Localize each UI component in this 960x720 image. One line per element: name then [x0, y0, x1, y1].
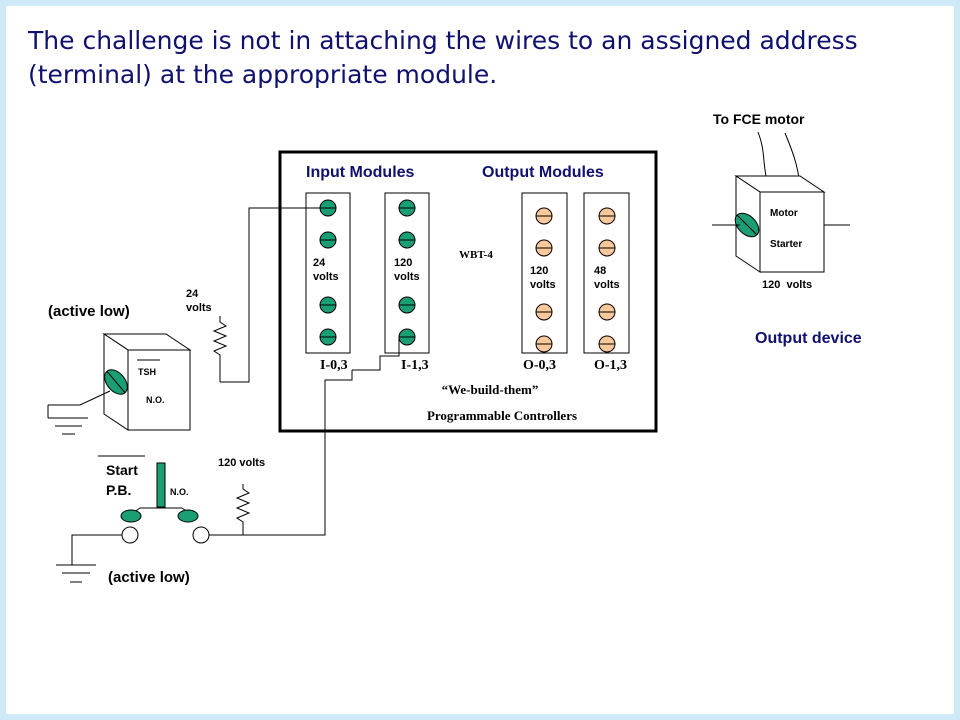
- tsh-supply-unit: volts: [186, 302, 212, 314]
- terminal-icon[interactable]: [598, 335, 616, 353]
- terminal-icon[interactable]: [398, 328, 416, 346]
- tsh-sensor-icon: [104, 369, 128, 395]
- address-label: I-0,3: [320, 358, 348, 373]
- motor-starter: Motor Starter: [734, 175, 826, 273]
- module-unit: volts: [530, 279, 556, 291]
- motor-coil-icon: [734, 212, 760, 238]
- pb-name-line2: P.B.: [106, 482, 131, 498]
- pb-contact-left-icon: [121, 526, 139, 544]
- terminal-icon[interactable]: [535, 207, 553, 225]
- terminal-icon[interactable]: [535, 303, 553, 321]
- module-body: [384, 192, 430, 354]
- pb-to-plc-wire: [243, 370, 353, 536]
- tsh-active-low: (active low): [48, 303, 130, 320]
- brand-line-1: “We-build-them”: [442, 382, 539, 397]
- motor-name-line2: Starter: [770, 239, 802, 250]
- motor-voltage: 120 volts: [762, 279, 812, 291]
- terminal-icon[interactable]: [319, 231, 337, 249]
- output-module-o-0-3: 120 volts: [521, 192, 568, 354]
- terminal-icon[interactable]: [398, 296, 416, 314]
- pb-contact-right-icon: [192, 526, 210, 544]
- address-label: I-1,3: [401, 358, 429, 373]
- terminal-icon[interactable]: [598, 303, 616, 321]
- tsh-ground-wire: [48, 390, 111, 406]
- slide-title: The challenge is not in attaching the wi…: [28, 26, 858, 89]
- module-unit: volts: [313, 271, 339, 283]
- plc-internal-wire: [352, 337, 400, 371]
- terminal-icon[interactable]: [398, 199, 416, 217]
- input-modules-label: Input Modules: [306, 164, 415, 181]
- output-modules-label: Output Modules: [482, 164, 604, 181]
- pb-signal-wire: [209, 526, 244, 536]
- start-push-button-icon[interactable]: [120, 462, 199, 523]
- pb-ground-wire: [71, 534, 122, 565]
- module-unit: volts: [594, 279, 620, 291]
- terminal-icon[interactable]: [319, 328, 337, 346]
- terminal-icon[interactable]: [319, 296, 337, 314]
- terminal-icon[interactable]: [598, 239, 616, 257]
- address-label: O-1,3: [594, 358, 627, 373]
- terminal-icon[interactable]: [398, 231, 416, 249]
- terminal-icon[interactable]: [319, 199, 337, 217]
- tsh-supply-voltage: 24: [186, 288, 199, 300]
- terminal-icon[interactable]: [535, 335, 553, 353]
- tsh-contact: N.O.: [146, 395, 165, 405]
- output-device-label: Output device: [755, 330, 862, 347]
- tsh-switch: TSH N.O.: [102, 333, 192, 431]
- terminal-icon[interactable]: [598, 207, 616, 225]
- module-voltage: 24: [313, 257, 326, 269]
- output-module-o-1-3: 48 volts: [583, 192, 630, 354]
- input-module-i-0-3: 24 volts: [305, 192, 351, 354]
- input-module-i-1-3: 120 volts: [384, 192, 430, 354]
- wbt-label: WBT-4: [459, 249, 493, 261]
- box-front: [127, 349, 191, 431]
- brand-line-2: Programmable Controllers: [427, 408, 577, 423]
- tsh-resistor-icon: [212, 316, 228, 360]
- pb-supply: 120 volts: [218, 457, 265, 469]
- ground-icon: [56, 564, 96, 583]
- tsh-name: TSH: [138, 367, 156, 377]
- module-voltage: 120: [530, 265, 548, 277]
- terminal-icon[interactable]: [535, 239, 553, 257]
- tsh-signal-wire: [220, 207, 320, 383]
- pb-active-low: (active low): [108, 569, 190, 586]
- pb-name-line1: Start: [106, 462, 138, 478]
- address-label: O-0,3: [523, 358, 556, 373]
- motor-to-label: To FCE motor: [713, 111, 805, 127]
- box-front: [759, 191, 825, 273]
- module-unit: volts: [394, 271, 420, 283]
- ground-icon: [47, 405, 88, 435]
- pb-resistor-icon: [235, 484, 251, 526]
- module-voltage: 120: [394, 257, 412, 269]
- module-body: [305, 192, 351, 354]
- module-voltage: 48: [594, 265, 606, 277]
- motor-name-line1: Motor: [770, 208, 798, 219]
- pb-contact: N.O.: [170, 487, 189, 497]
